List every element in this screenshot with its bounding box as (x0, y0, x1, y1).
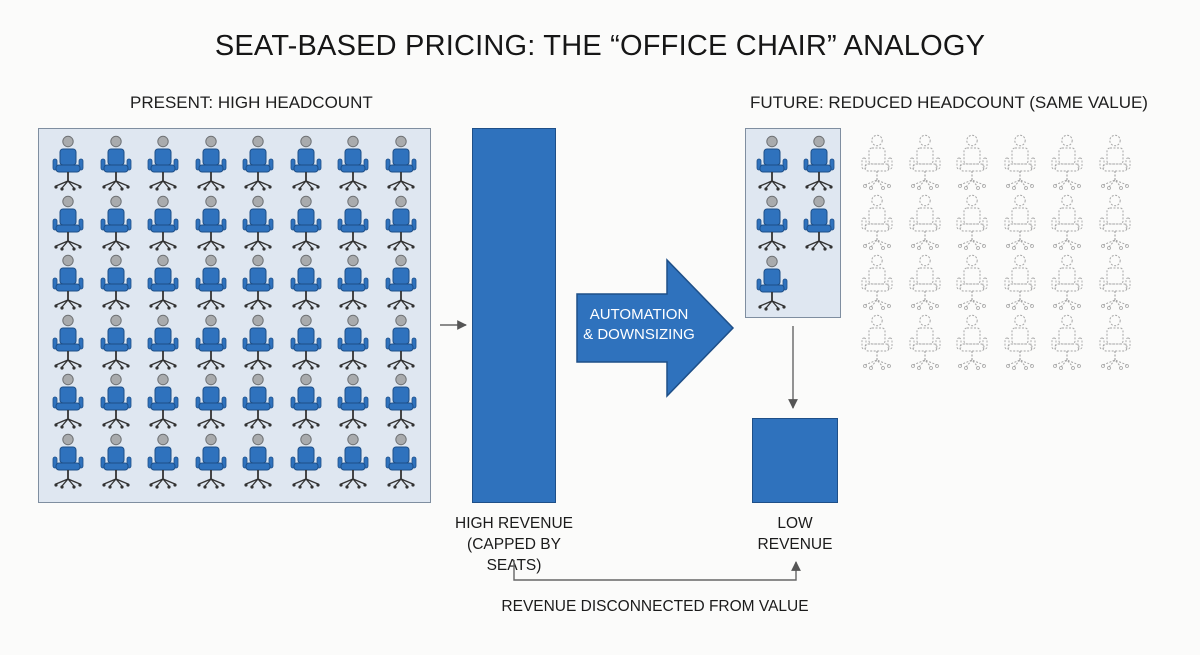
office-chair-icon (384, 195, 418, 253)
empty-seat-icon (908, 194, 942, 252)
automation-arrow-icon (576, 258, 735, 398)
empty-seat-icon (955, 194, 989, 252)
present-heading: PRESENT: HIGH HEADCOUNT (130, 93, 373, 112)
office-chair-icon (289, 314, 323, 372)
office-chair-icon (241, 135, 275, 193)
empty-seat-icon (955, 254, 989, 312)
empty-seat-icon (1003, 254, 1037, 312)
office-chair-icon (336, 314, 370, 372)
office-chair-icon (146, 135, 180, 193)
empty-seat-icon (908, 314, 942, 372)
office-chair-icon (146, 195, 180, 253)
office-chair-icon (755, 255, 789, 313)
office-chair-icon (289, 254, 323, 312)
low-revenue-label-line2: REVENUE (757, 535, 833, 553)
high-revenue-label-line2: (CAPPED BY SEATS) (467, 535, 561, 574)
high-revenue-bar (472, 128, 556, 503)
office-chair-icon (51, 314, 85, 372)
diagram-title: SEAT-BASED PRICING: THE “OFFICE CHAIR” A… (214, 30, 986, 62)
office-chair-icon (241, 254, 275, 312)
office-chair-icon (194, 373, 228, 431)
office-chair-icon (289, 195, 323, 253)
office-chair-icon (289, 373, 323, 431)
low-revenue-label: LOW REVENUE (735, 514, 855, 556)
office-chair-icon (99, 373, 133, 431)
office-chair-icon (194, 254, 228, 312)
office-chair-icon (336, 373, 370, 431)
empty-seat-icon (1050, 134, 1084, 192)
office-chair-icon (51, 433, 85, 491)
present-seat-grid (38, 128, 431, 503)
office-chair-icon (755, 135, 789, 193)
office-chair-icon (802, 195, 836, 253)
office-chair-icon (99, 135, 133, 193)
office-chair-icon (194, 314, 228, 372)
office-chair-icon (384, 433, 418, 491)
office-chair-icon (241, 195, 275, 253)
office-chair-icon (384, 254, 418, 312)
office-chair-icon (194, 135, 228, 193)
high-revenue-label: HIGH REVENUE (CAPPED BY SEATS) (438, 514, 590, 577)
empty-seat-icon (1050, 254, 1084, 312)
office-chair-icon (802, 135, 836, 193)
empty-seat-icon (1003, 194, 1037, 252)
office-chair-icon (241, 373, 275, 431)
office-chair-icon (241, 433, 275, 491)
office-chair-icon (289, 135, 323, 193)
office-chair-icon (146, 433, 180, 491)
empty-seat-icon (1050, 314, 1084, 372)
empty-seat-icon (908, 134, 942, 192)
empty-seat-icon (1098, 194, 1132, 252)
office-chair-icon (99, 314, 133, 372)
empty-seat-icon (1050, 194, 1084, 252)
office-chair-icon (146, 314, 180, 372)
future-heading: FUTURE: REDUCED HEADCOUNT (SAME VALUE) (750, 93, 1148, 112)
office-chair-icon (384, 314, 418, 372)
automation-label-line1: AUTOMATION (589, 306, 689, 323)
empty-seat-icon (860, 254, 894, 312)
office-chair-icon (289, 433, 323, 491)
low-revenue-label-line1: LOW (777, 515, 813, 532)
office-chair-icon (51, 254, 85, 312)
empty-seat-icon (1098, 254, 1132, 312)
office-chair-icon (384, 373, 418, 431)
office-chair-icon (194, 195, 228, 253)
future-seat-grid (745, 128, 841, 318)
office-chair-icon (99, 195, 133, 253)
empty-seat-icon (955, 134, 989, 192)
office-chair-icon (99, 433, 133, 491)
empty-seat-icon (955, 314, 989, 372)
office-chair-icon (384, 135, 418, 193)
office-chair-icon (336, 195, 370, 253)
office-chair-icon (755, 195, 789, 253)
empty-seat-icon (860, 314, 894, 372)
office-chair-icon (336, 135, 370, 193)
office-chair-icon (51, 373, 85, 431)
office-chair-icon (336, 433, 370, 491)
empty-seat-icon (1098, 134, 1132, 192)
office-chair-icon (194, 433, 228, 491)
disconnect-label: REVENUE DISCONNECTED FROM VALUE (501, 598, 809, 615)
office-chair-icon (51, 195, 85, 253)
office-chair-icon (336, 254, 370, 312)
automation-label-line2: & DOWNSIZING (583, 326, 695, 344)
empty-seat-icon (1003, 314, 1037, 372)
automation-label: AUTOMATION & DOWNSIZING (578, 305, 700, 346)
empty-seat-icon (860, 194, 894, 252)
empty-seat-icon (1003, 134, 1037, 192)
office-chair-icon (241, 314, 275, 372)
office-chair-icon (146, 254, 180, 312)
low-revenue-bar (752, 418, 838, 503)
office-chair-icon (51, 135, 85, 193)
high-revenue-label-line1: HIGH REVENUE (455, 515, 573, 532)
empty-seat-icon (860, 134, 894, 192)
office-chair-icon (99, 254, 133, 312)
empty-seat-icon (1098, 314, 1132, 372)
office-chair-icon (146, 373, 180, 431)
empty-seat-icon (908, 254, 942, 312)
